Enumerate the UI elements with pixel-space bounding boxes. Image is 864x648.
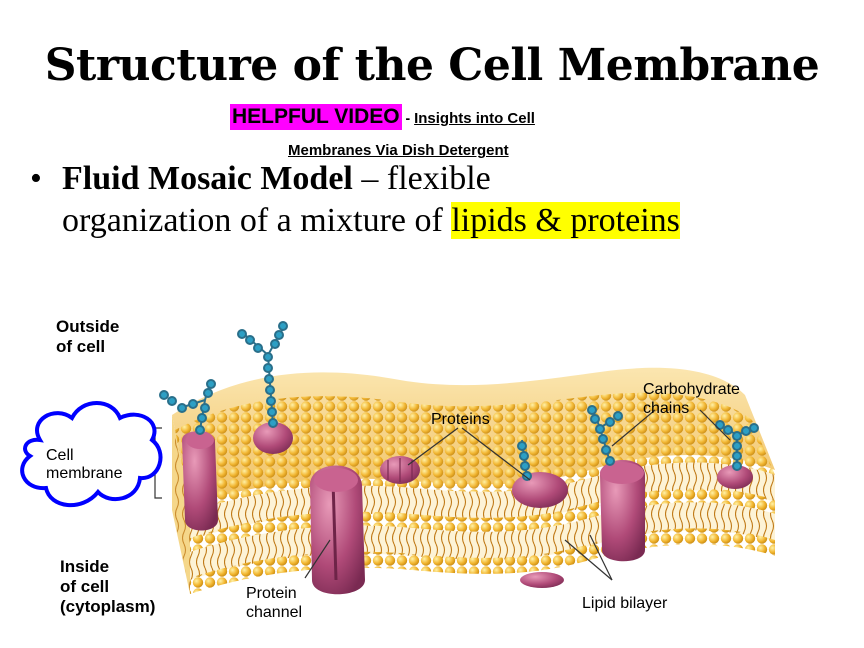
label-channel-line1: Protein <box>246 585 297 602</box>
leader-lines <box>154 409 731 581</box>
bullet-line2-prefix: organization of a mixture of <box>62 202 452 239</box>
label-carbohydrate-line1: Carbohydrate <box>643 381 740 398</box>
carbohydrate-chains <box>159 321 759 481</box>
video-separator: - <box>401 110 415 126</box>
label-inside-line2: of cell <box>60 577 109 596</box>
protein-top-left <box>253 422 293 454</box>
label-cell-line1: Cell <box>46 447 74 464</box>
video-tag: HELPFUL VIDEO <box>230 104 402 130</box>
bullet-symbol: • <box>30 160 42 197</box>
label-inside-line1: Inside <box>60 557 109 576</box>
label-cell-line2: membrane <box>46 465 123 482</box>
slide-title: Structure of the Cell Membrane <box>44 40 820 91</box>
protein-center-right <box>512 472 568 588</box>
membrane-diagram: Outside of cell Cell membrane Proteins C… <box>20 317 775 621</box>
label-outside-line1: Outside <box>56 317 119 336</box>
protein-right-tall <box>600 460 645 562</box>
bullet-term: Fluid Mosaic Model <box>62 160 353 197</box>
protein-far-right <box>717 465 753 489</box>
label-outside-line2: of cell <box>56 337 105 356</box>
label-channel-line2: channel <box>246 604 302 621</box>
label-carbohydrate-line2: chains <box>643 400 689 417</box>
bullet-line-2: organization of a mixture of lipids & pr… <box>62 200 680 242</box>
cell-membrane-cloud <box>20 401 163 508</box>
video-link[interactable]: Insights into Cell <box>414 110 535 127</box>
label-inside-line3: (cytoplasm) <box>60 597 155 616</box>
video-line: HELPFUL VIDEO - Insights into Cell <box>230 104 650 130</box>
label-lipid-bilayer: Lipid bilayer <box>582 595 668 612</box>
bullet-dash: – flexible <box>352 160 491 197</box>
label-proteins: Proteins <box>431 411 490 428</box>
bullet-highlight: lipids & proteins <box>451 202 680 239</box>
bullet-line-1: Fluid Mosaic Model – flexible <box>62 158 491 200</box>
protein-channel <box>310 465 365 595</box>
video-link-continued[interactable]: Membranes Via Dish Detergent <box>288 142 509 159</box>
protein-left-edge <box>182 431 218 531</box>
